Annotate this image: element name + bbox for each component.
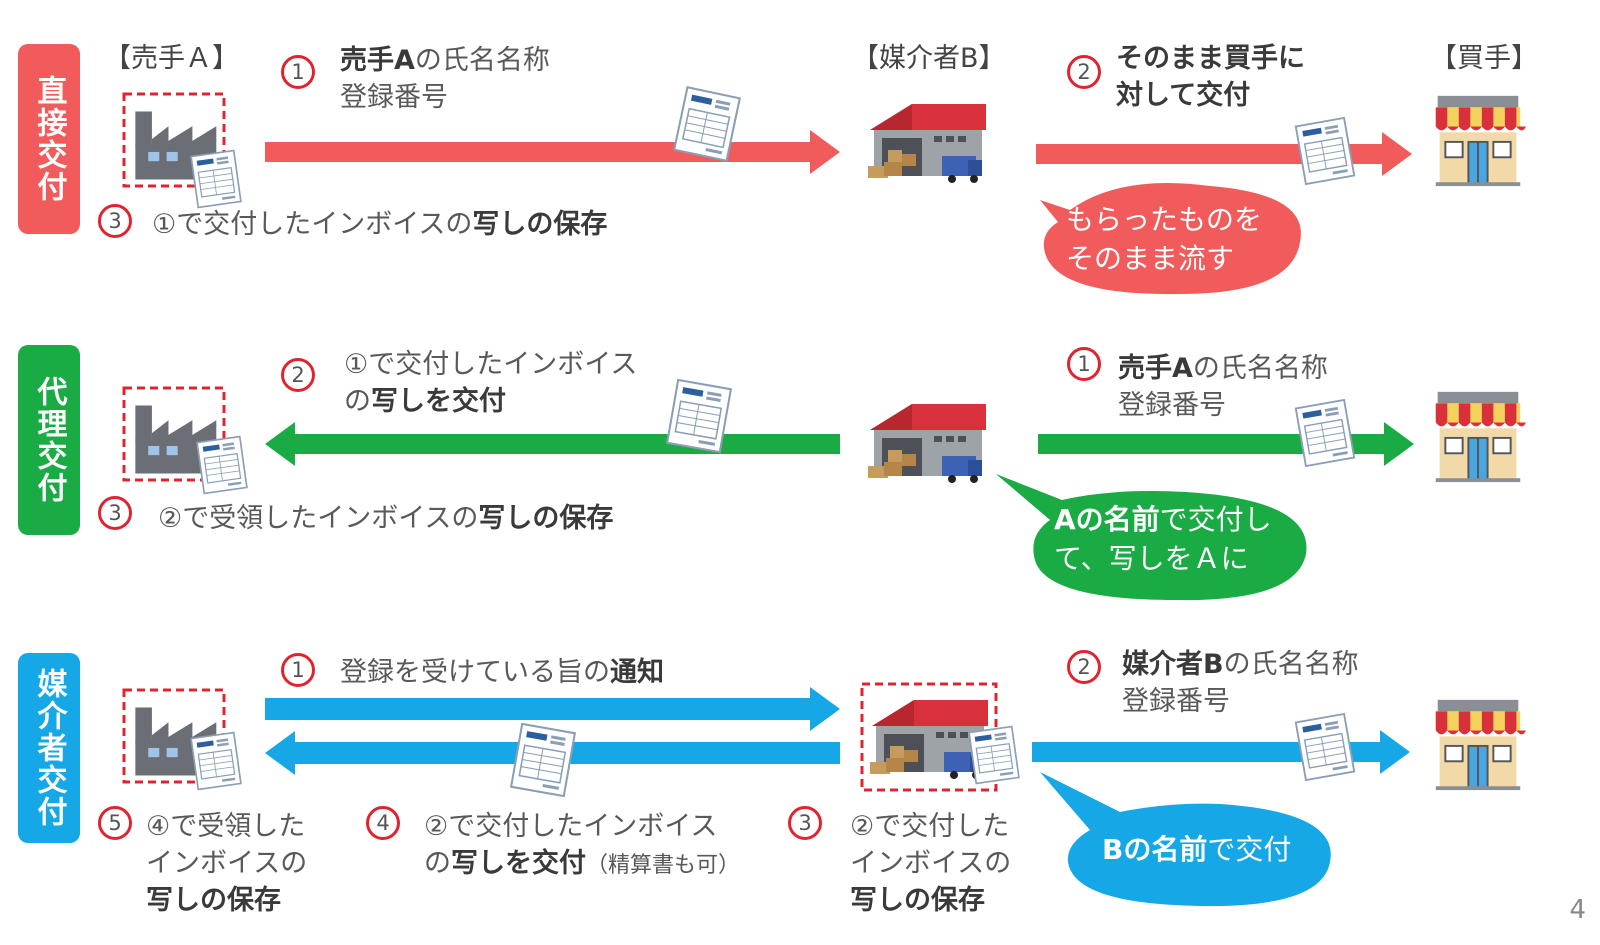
invoice-icon	[510, 722, 576, 798]
direct-arrow-seller-to-broker	[265, 130, 840, 174]
invoice-icon	[190, 149, 242, 209]
direct-arrow-broker-to-buyer	[1036, 132, 1412, 176]
agency-arrow-broker-to-buyer	[1038, 422, 1414, 466]
agency-speech-bubble: Aの名前で交付して、写しをＡに	[996, 474, 1316, 604]
step-circle-1: 1	[281, 653, 315, 687]
invoice-icon	[968, 725, 1020, 785]
agency-arrow-broker-to-seller	[265, 422, 840, 466]
page-number: 4	[1569, 895, 1586, 925]
agency-step1-text: 売手Aの氏名名称登録番号	[1118, 353, 1328, 421]
step-circle-2: 2	[1067, 650, 1101, 684]
seller-factory-icon-1	[122, 92, 226, 188]
step-circle-3: 3	[788, 806, 822, 840]
step-circle-5: 5	[98, 806, 132, 840]
seller-label: 【売手Ａ】	[104, 43, 239, 74]
invoice-icon	[196, 435, 248, 495]
broker-label: 【媒介者B】	[852, 43, 1006, 74]
step-circle-4: 4	[366, 806, 400, 840]
broker-step2-text: 媒介者Bの氏名名称登録番号	[1122, 649, 1359, 717]
broker-warehouse-icon	[868, 104, 986, 183]
tab-direct: 直接交付	[18, 44, 80, 234]
tab-broker: 媒介者交付	[18, 653, 80, 843]
direct-step2-text: そのまま買手に対して交付	[1116, 43, 1305, 111]
broker-step5-text: ④で受領したインボイスの写しの保存	[146, 811, 308, 916]
tab-agency: 代理交付	[18, 345, 80, 535]
seller-factory-icon-2	[122, 386, 226, 482]
broker-step4-text: ②で交付したインボイスの写しを交付（精算書も可）	[424, 811, 741, 879]
direct-step3-text: ①で交付したインボイスの写しの保存	[152, 209, 608, 240]
broker-arrow-seller-to-broker	[265, 687, 840, 731]
invoice-icon	[666, 378, 732, 454]
agency-step2-text: ①で交付したインボイスの写しを交付	[344, 349, 638, 417]
buyer-shop-icon	[1434, 390, 1526, 484]
broker-speech-bubble: Bの名前で交付	[1040, 772, 1340, 912]
step-circle-1: 1	[1067, 347, 1101, 381]
direct-step1-text: 売手Aの氏名名称登録番号	[340, 45, 550, 113]
direct-speech-bubble: もらったものをそのまま流す	[1010, 180, 1310, 300]
broker-warehouse-icon	[868, 404, 986, 483]
invoice-icon	[1294, 116, 1356, 186]
broker-arrow-broker-to-buyer	[1032, 730, 1410, 774]
step-circle-3: 3	[98, 204, 132, 238]
buyer-shop-icon	[1434, 94, 1526, 188]
step-circle-2: 2	[1067, 55, 1101, 89]
step-circle-2: 2	[281, 358, 315, 392]
step-circle-3: 3	[98, 496, 132, 530]
invoice-icon	[1294, 398, 1356, 468]
buyer-shop-icon	[1434, 698, 1526, 792]
buyer-label: 【買手】	[1430, 43, 1538, 74]
broker-step1-text: 登録を受けている旨の通知	[340, 657, 664, 688]
step-circle-1: 1	[281, 55, 315, 89]
broker-step3-text: ②で交付したインボイスの写しの保存	[850, 811, 1012, 916]
invoice-icon	[190, 731, 242, 791]
agency-step3-text: ②で受領したインボイスの写しの保存	[158, 503, 614, 534]
